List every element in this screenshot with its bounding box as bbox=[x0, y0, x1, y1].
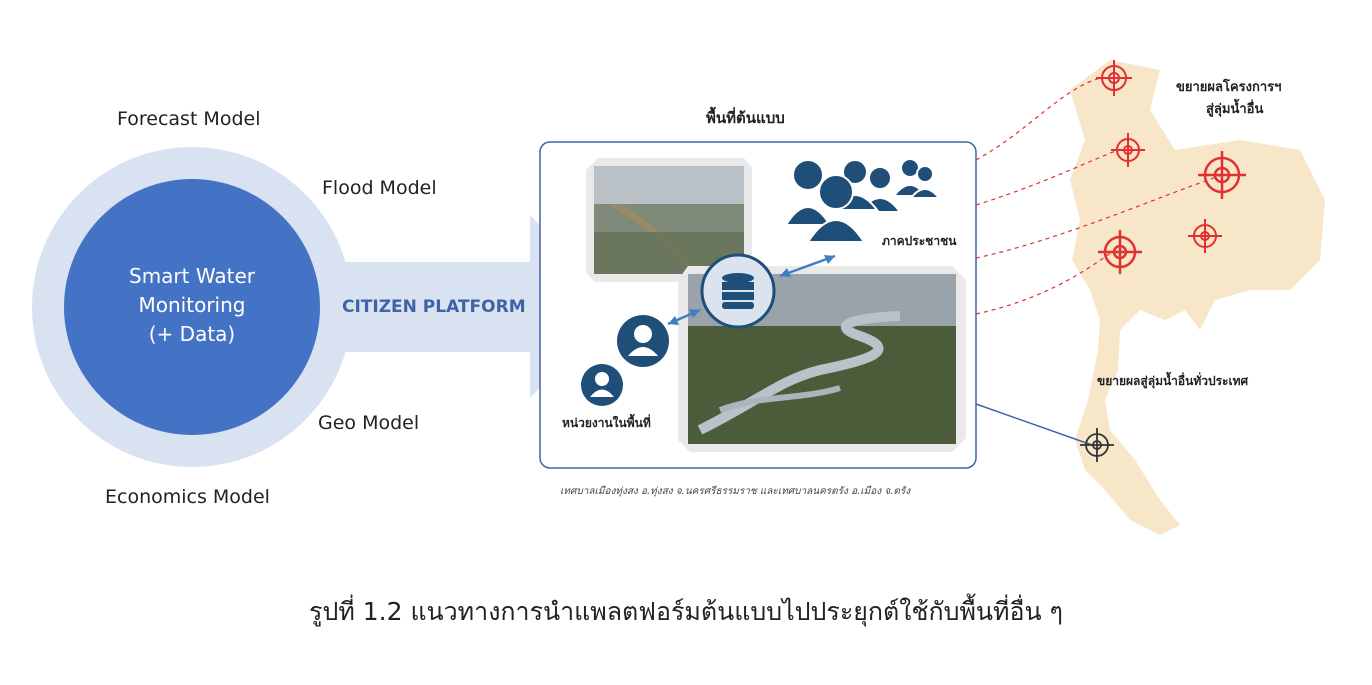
db-to-citizens-connector bbox=[779, 254, 836, 278]
economics-model-label: Economics Model bbox=[105, 486, 270, 508]
forecast-model-label: Forecast Model bbox=[117, 108, 261, 130]
agency-person-icon-large bbox=[617, 315, 669, 367]
target-icon-4 bbox=[1188, 219, 1222, 253]
citizens-label: ภาคประชาชน bbox=[882, 234, 957, 248]
target-icon-5 bbox=[1098, 230, 1142, 274]
center-line-2: Monitoring bbox=[138, 293, 246, 317]
smart-water-circle bbox=[64, 179, 320, 435]
agency-label: หน่วยงานในพื้นที่ bbox=[562, 416, 651, 430]
map-connectors bbox=[975, 77, 1223, 315]
map-label-top-1: ขยายผลโครงการฯ bbox=[1176, 80, 1282, 95]
map-label-mid: ขยายผลสู่ลุ่มน้ำอื่นทั่วประเทศ bbox=[1097, 374, 1249, 388]
target-icon-2 bbox=[1111, 133, 1145, 167]
south-connector bbox=[975, 403, 1093, 446]
map-label-top-2: สู่ลุ่มน้ำอื่น bbox=[1206, 102, 1264, 117]
target-icon-1 bbox=[1096, 60, 1132, 96]
citizen-platform-label: CITIZEN PLATFORM bbox=[342, 297, 526, 317]
citizens-group-icon bbox=[784, 158, 942, 243]
geo-model-label: Geo Model bbox=[318, 412, 420, 434]
center-line-1: Smart Water bbox=[129, 264, 255, 288]
smart-water-monitoring-text: Smart Water Monitoring (+ Data) bbox=[92, 262, 292, 349]
target-icon-south bbox=[1080, 428, 1114, 462]
pilot-source-note: เทศบาลเมืองทุ่งสง อ.ทุ่งสง จ.นครศรีธรรมร… bbox=[560, 486, 911, 497]
center-line-3: (+ Data) bbox=[148, 322, 236, 346]
agency-person-icon-small bbox=[581, 364, 623, 406]
database-icon bbox=[700, 253, 776, 329]
pilot-area-title: พื้นที่ต้นแบบ bbox=[706, 109, 785, 127]
flood-model-label: Flood Model bbox=[322, 177, 437, 199]
target-icon-3 bbox=[1198, 151, 1246, 199]
thailand-map bbox=[1070, 60, 1325, 535]
figure-caption: รูปที่ 1.2 แนวทางการนำแพลตฟอร์มต้นแบบไปป… bbox=[309, 597, 1063, 626]
river-photo-small bbox=[586, 158, 752, 282]
